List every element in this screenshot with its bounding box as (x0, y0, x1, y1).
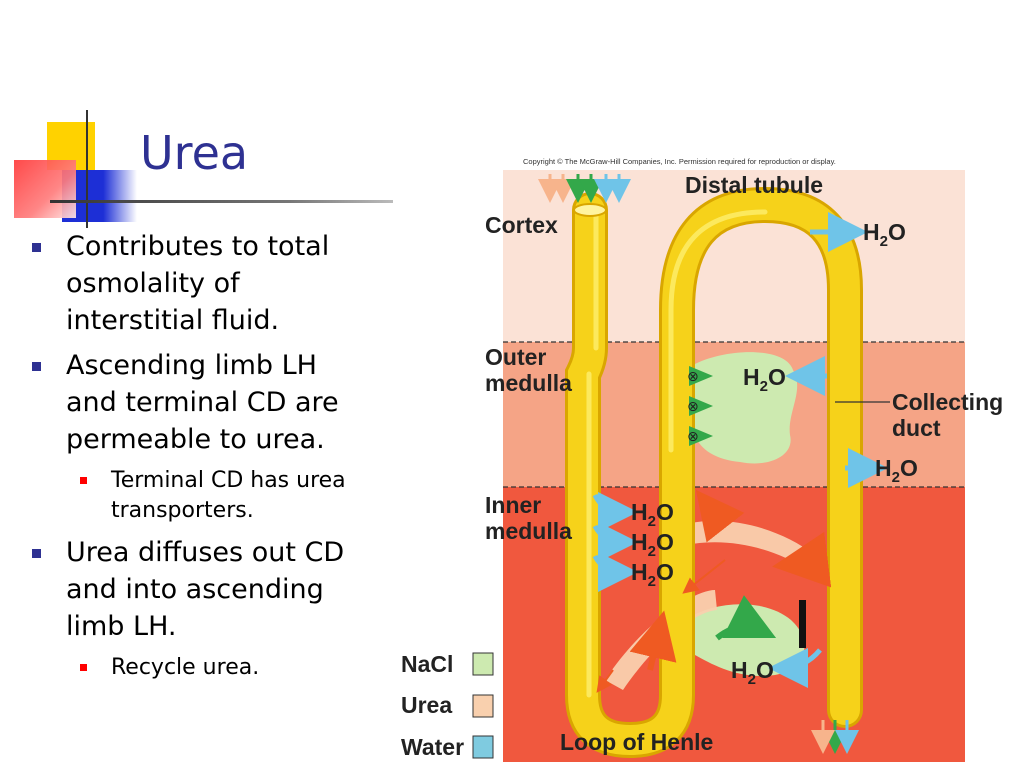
bullet-text: Contributes to total osmolality of inter… (66, 231, 330, 336)
water-arrow (592, 521, 638, 562)
decor-red-square (14, 160, 76, 218)
region-label-outer-medulla-line2: medulla (485, 370, 572, 396)
svg-text:⊗: ⊗ (687, 429, 699, 445)
sub-bullet-text: Recycle urea. (111, 655, 260, 680)
distal-tubule-label: Distal tubule (685, 172, 823, 198)
bullet-marker (32, 243, 41, 252)
region-label-inner-medulla-line1: Inner (485, 492, 541, 518)
region-label-cortex: Cortex (485, 212, 558, 238)
water-label: H2O (743, 364, 786, 395)
bullet-text: Urea diffuses out CD and into ascending … (66, 537, 345, 642)
urea-arrow (772, 531, 832, 588)
collecting-duct-label-line2: duct (892, 415, 941, 441)
svg-text:H2O: H2O (631, 529, 674, 560)
bullet-text: Ascending limb LH and terminal CD are pe… (66, 350, 339, 455)
water-arrow (592, 491, 638, 532)
decor-horizontal-rule (50, 200, 393, 203)
sub-bullet-item: Recycle urea. (28, 653, 373, 683)
loop-of-henle-label: Loop of Henle (560, 729, 713, 755)
urea-arrow (695, 489, 745, 543)
sub-bullet-marker (80, 477, 87, 484)
legend-swatch-water (472, 735, 494, 759)
svg-text:H2O: H2O (631, 559, 674, 590)
legend: NaCl Urea Water (401, 651, 494, 760)
nacl-arrow (715, 595, 777, 641)
urea-arrow (682, 559, 726, 594)
water-label: H2O (863, 219, 906, 250)
water-barrier (799, 600, 806, 648)
copyright-text: Copyright © The McGraw-Hill Companies, I… (523, 157, 836, 166)
water-label: H2O (631, 529, 674, 560)
urea-arrow (629, 610, 677, 671)
water-label: H2O (631, 559, 674, 590)
svg-text:H2O: H2O (863, 219, 906, 250)
bullet-item: Contributes to total osmolality of inter… (28, 228, 373, 339)
nacl-pump-arrows: ⊗ ⊗ ⊗ (687, 366, 713, 446)
decor-vertical-line (86, 110, 88, 228)
water-label: H2O (875, 455, 918, 486)
bullet-marker (32, 362, 41, 371)
nacl-interstitium-outer (693, 352, 798, 464)
svg-text:H2O: H2O (875, 455, 918, 486)
svg-text:⊗: ⊗ (687, 369, 699, 385)
water-arrow (592, 551, 638, 592)
svg-text:H2O: H2O (631, 499, 674, 530)
bullet-list: Contributes to total osmolality of inter… (28, 228, 373, 691)
sub-bullet-marker (80, 664, 87, 671)
bullet-marker (32, 549, 41, 558)
legend-swatch-nacl (472, 652, 494, 676)
water-label: H2O (631, 499, 674, 530)
svg-text:⊗: ⊗ (687, 399, 699, 415)
legend-label-nacl: NaCl (401, 651, 453, 677)
bullet-item: Urea diffuses out CD and into ascending … (28, 534, 373, 645)
bullet-item: Ascending limb LH and terminal CD are pe… (28, 347, 373, 458)
region-label-outer-medulla-line1: Outer (485, 344, 546, 370)
tubule-opening (573, 203, 607, 217)
loop-of-henle-tube (565, 186, 863, 759)
collecting-duct-label-line1: Collecting (892, 389, 1003, 415)
region-label-inner-medulla-line2: medulla (485, 518, 572, 544)
sub-bullet-item: Terminal CD has urea transporters. (28, 466, 373, 526)
svg-text:H2O: H2O (743, 364, 786, 395)
svg-text:H2O: H2O (731, 657, 774, 688)
slide-title: Urea (140, 126, 249, 180)
legend-label-urea: Urea (401, 692, 452, 718)
sub-bullet-text: Terminal CD has urea transporters. (111, 468, 346, 523)
water-arrow (768, 647, 822, 688)
nephron-diagram: Copyright © The McGraw-Hill Companies, I… (401, 157, 1003, 762)
urea-arrow (596, 669, 614, 693)
legend-swatch-urea (472, 694, 494, 718)
water-label: H2O (731, 657, 774, 688)
legend-label-water: Water (401, 734, 464, 760)
